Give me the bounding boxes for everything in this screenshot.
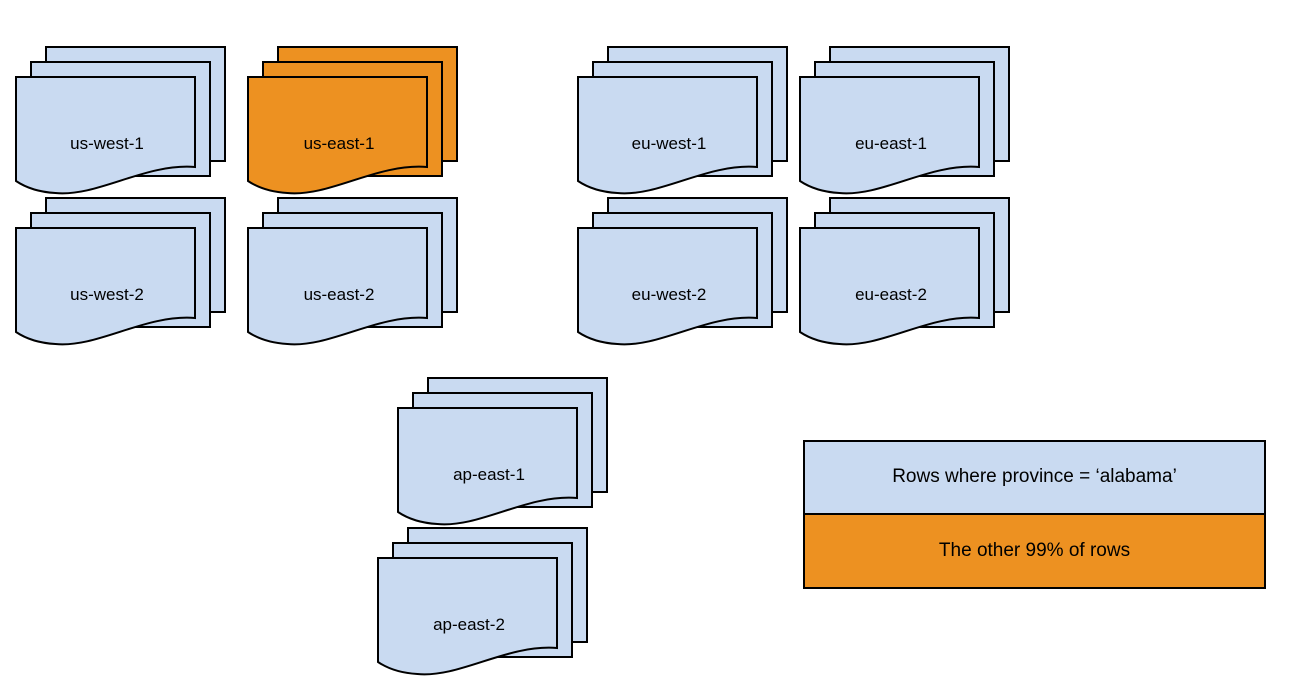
legend-label-highlight: The other 99% of rows [938, 539, 1131, 561]
region-label-ap-east-1: ap-east-1 [453, 465, 525, 484]
region-stack-eu-east-1[interactable]: eu-east-1 [799, 46, 1030, 212]
region-stack-shape [15, 197, 226, 346]
region-stack-shape [799, 197, 1010, 346]
legend-item-normal: Rows where province = ‘alabama’ [805, 442, 1264, 515]
region-label-us-west-1: us-west-1 [70, 134, 144, 153]
region-stack-us-west-2[interactable]: us-west-2 [15, 197, 246, 363]
stack-sheet-front [799, 227, 980, 346]
region-stack-eu-east-2[interactable]: eu-east-2 [799, 197, 1030, 363]
region-label-eu-east-1: eu-east-1 [855, 134, 927, 153]
region-stack-us-west-1[interactable]: us-west-1 [15, 46, 246, 212]
region-label-eu-east-2: eu-east-2 [855, 285, 927, 304]
region-stack-shape [377, 527, 588, 676]
region-label-us-west-2: us-west-2 [70, 285, 144, 304]
region-stack-shape [397, 377, 608, 526]
region-stack-us-east-2[interactable]: us-east-2 [247, 197, 478, 363]
stack-sheet-front [15, 227, 196, 346]
legend-item-highlight: The other 99% of rows [805, 514, 1264, 587]
stack-sheet-front [377, 557, 558, 676]
region-stack-shape [15, 46, 226, 195]
region-stack-ap-east-2[interactable]: ap-east-2 [377, 527, 608, 693]
stack-sheet-front [15, 76, 196, 195]
region-label-eu-west-1: eu-west-1 [631, 134, 707, 153]
region-stack-shape [577, 197, 788, 346]
region-stack-eu-west-1[interactable]: eu-west-1 [577, 46, 808, 212]
region-label-us-east-2: us-east-2 [303, 285, 375, 304]
region-stack-shape [799, 46, 1010, 195]
region-stack-ap-east-1[interactable]: ap-east-1 [397, 377, 628, 543]
region-label-eu-west-2: eu-west-2 [631, 285, 707, 304]
stack-sheet-front [247, 227, 428, 346]
region-label-us-east-1: us-east-1 [303, 134, 375, 153]
region-stack-eu-west-2[interactable]: eu-west-2 [577, 197, 808, 363]
legend-label-normal: Rows where province = ‘alabama’ [892, 466, 1177, 488]
stack-sheet-front [397, 407, 578, 526]
stack-sheet-front [577, 76, 758, 195]
region-stack-us-east-1[interactable]: us-east-1 [247, 46, 478, 212]
region-stack-shape [247, 197, 458, 346]
stack-sheet-front [799, 76, 980, 195]
stack-sheet-front [247, 76, 428, 195]
region-stack-shape [577, 46, 788, 195]
region-label-ap-east-2: ap-east-2 [433, 615, 505, 634]
region-stack-shape [247, 46, 458, 195]
legend: Rows where province = ‘alabama’ The othe… [803, 440, 1266, 589]
stack-sheet-front [577, 227, 758, 346]
